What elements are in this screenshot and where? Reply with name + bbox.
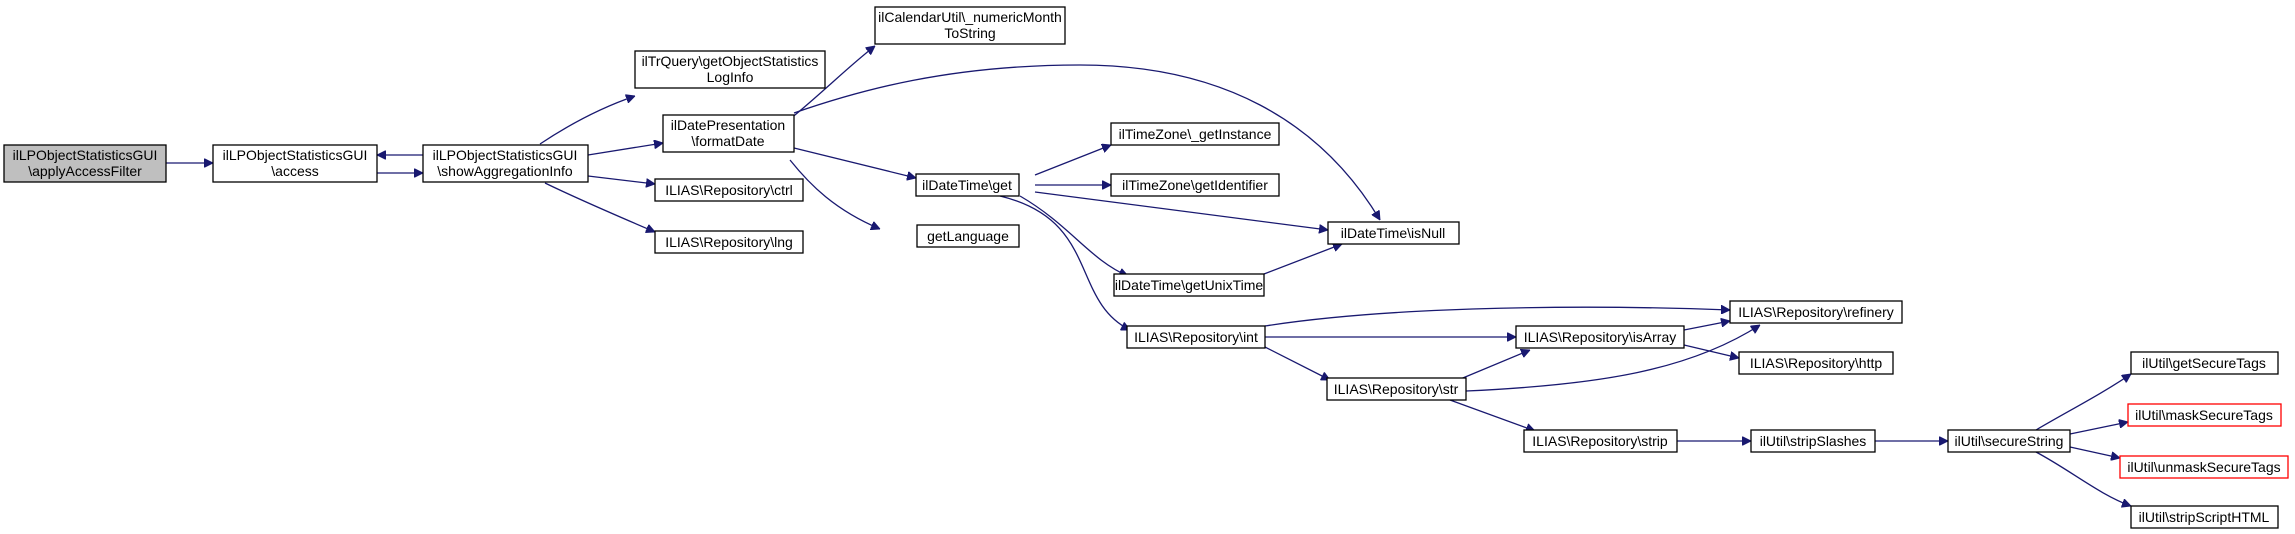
edge-str-to-isarray (1457, 350, 1530, 381)
edge-showaggregationinfo-to-ctrl (587, 175, 655, 184)
node-label-line: \formatDate (691, 133, 764, 149)
edge-showaggregationinfo-to-lng (544, 182, 655, 232)
edge-str-to-strip (1449, 399, 1535, 431)
edge-isarray-to-refinery (1683, 321, 1730, 331)
node-label-line: ILIAS\Repository\lng (665, 234, 793, 250)
node-label-line: \applyAccessFilter (28, 163, 142, 179)
node-numericmonthtostring[interactable]: ilCalendarUtil\_numericMonth ToString (874, 6, 1066, 45)
node-label-line: ilTimeZone\getIdentifier (1122, 177, 1268, 193)
node-label-line: ilDatePresentation (671, 117, 785, 133)
node-getlanguage[interactable]: getLanguage (916, 224, 1020, 248)
node-repository-refinery[interactable]: ILIAS\Repository\refinery (1729, 300, 1903, 324)
node-ctrl[interactable]: ILIAS\Repository\ctrl (654, 178, 804, 202)
edge-get-to-getunixtime (1019, 195, 1128, 276)
node-lng[interactable]: ILIAS\Repository\lng (654, 230, 804, 254)
node-label-line: ilLPObjectStatisticsGUI (223, 147, 368, 163)
node-repository-http[interactable]: ILIAS\Repository\http (1738, 351, 1894, 375)
node-showaggregationinfo[interactable]: ilLPObjectStatisticsGUI \showAggregation… (422, 144, 589, 183)
node-label-line: ToString (944, 25, 995, 41)
edge-get-to-int (999, 195, 1130, 331)
edge-isarray-to-http (1683, 344, 1739, 358)
node-getobjectstatisticsloginfo[interactable]: ilTrQuery\getObjectStatistics LogInfo (634, 50, 826, 89)
node-label-line: ILIAS\Repository\refinery (1738, 304, 1894, 320)
node-util-masksecuretags[interactable]: ilUtil\maskSecureTags (2127, 403, 2282, 427)
node-repository-int[interactable]: ILIAS\Repository\int (1126, 325, 1266, 349)
edge-securestring-to-unmasksecuretags (2069, 446, 2120, 458)
edge-get-to-isnull (1034, 191, 1328, 230)
edge-showaggregationinfo-to-getobjectstatisticsloginfo (539, 96, 635, 145)
node-label-line: ILIAS\Repository\isArray (1524, 329, 1677, 345)
edge-formatdate-to-isnull-top (793, 64, 1381, 220)
edge-securestring-to-stripscripthtml (2035, 451, 2131, 506)
node-label-line: \access (271, 163, 318, 179)
node-datetime-isnull[interactable]: ilDateTime\isNull (1327, 221, 1460, 245)
node-datetime-getunixtime[interactable]: ilDateTime\getUnixTime (1113, 273, 1265, 297)
node-label-line: LogInfo (707, 69, 754, 85)
node-label-line: ilUtil\maskSecureTags (2135, 407, 2273, 423)
node-label-line: ilTimeZone\_getInstance (1119, 126, 1272, 142)
node-util-unmasksecuretags[interactable]: ilUtil\unmaskSecureTags (2119, 455, 2289, 479)
node-label-line: ilCalendarUtil\_numericMonth (878, 9, 1062, 25)
node-repository-str[interactable]: ILIAS\Repository\str (1326, 377, 1467, 401)
node-label-line: ilTrQuery\getObjectStatistics (642, 53, 819, 69)
node-formatdate[interactable]: ilDatePresentation \formatDate (662, 114, 795, 153)
node-util-securestring[interactable]: ilUtil\secureString (1947, 429, 2071, 453)
edge-formatdate-to-getlanguage (789, 159, 880, 229)
node-label-line: ILIAS\Repository\int (1134, 329, 1258, 345)
node-repository-strip[interactable]: ILIAS\Repository\strip (1523, 429, 1678, 453)
node-label-line: ilLPObjectStatisticsGUI (433, 147, 578, 163)
node-timezone-getinstance[interactable]: ilTimeZone\_getInstance (1110, 122, 1280, 146)
node-label-line: getLanguage (927, 228, 1009, 244)
node-label-line: ilUtil\secureString (1955, 433, 2064, 449)
node-applyaccessfilter[interactable]: ilLPObjectStatisticsGUI \applyAccessFilt… (3, 144, 167, 183)
node-label-line: ilUtil\stripSlashes (1760, 433, 1867, 449)
node-label-line: ilUtil\unmaskSecureTags (2127, 459, 2280, 475)
node-label-line: ILIAS\Repository\str (1334, 381, 1459, 397)
node-timezone-getidentifier[interactable]: ilTimeZone\getIdentifier (1110, 173, 1280, 197)
edge-int-to-str (1262, 345, 1330, 381)
edge-formatdate-to-get (793, 147, 916, 178)
node-label-line: \showAggregationInfo (437, 163, 573, 179)
node-label-line: ILIAS\Repository\strip (1532, 433, 1668, 449)
node-access[interactable]: ilLPObjectStatisticsGUI \access (212, 144, 378, 183)
node-util-getsecuretags[interactable]: ilUtil\getSecureTags (2130, 351, 2279, 375)
node-util-stripslashes[interactable]: ilUtil\stripSlashes (1750, 429, 1876, 453)
node-label-line: ilDateTime\getUnixTime (1115, 277, 1264, 293)
edge-securestring-to-getsecuretags (2035, 374, 2131, 431)
node-repository-isarray[interactable]: ILIAS\Repository\isArray (1515, 325, 1685, 349)
node-label-line: ilDateTime\isNull (1341, 225, 1446, 241)
edge-get-to-gettimezoneinstance (1034, 145, 1111, 176)
edge-showaggregationinfo-to-formatdate (587, 143, 663, 156)
edge-getunixtime-to-isnull (1263, 244, 1342, 275)
node-label-line: ilLPObjectStatisticsGUI (13, 147, 158, 163)
node-label-line: ILIAS\Repository\http (1750, 355, 1883, 371)
node-label-line: ilUtil\stripScriptHTML (2139, 509, 2270, 525)
edge-int-to-refinery (1264, 307, 1730, 327)
node-label-line: ilUtil\getSecureTags (2142, 355, 2266, 371)
node-label-line: ilDateTime\get (922, 177, 1012, 193)
node-util-stripscripthtml[interactable]: ilUtil\stripScriptHTML (2130, 505, 2279, 529)
node-label-line: ILIAS\Repository\ctrl (665, 182, 793, 198)
edge-str-to-refinery (1465, 324, 1760, 392)
nodes-layer: ilLPObjectStatisticsGUI \applyAccessFilt… (3, 6, 2289, 529)
edge-securestring-to-masksecuretags (2069, 422, 2128, 435)
edges-layer (166, 46, 2131, 506)
node-datetime-get[interactable]: ilDateTime\get (915, 173, 1020, 197)
